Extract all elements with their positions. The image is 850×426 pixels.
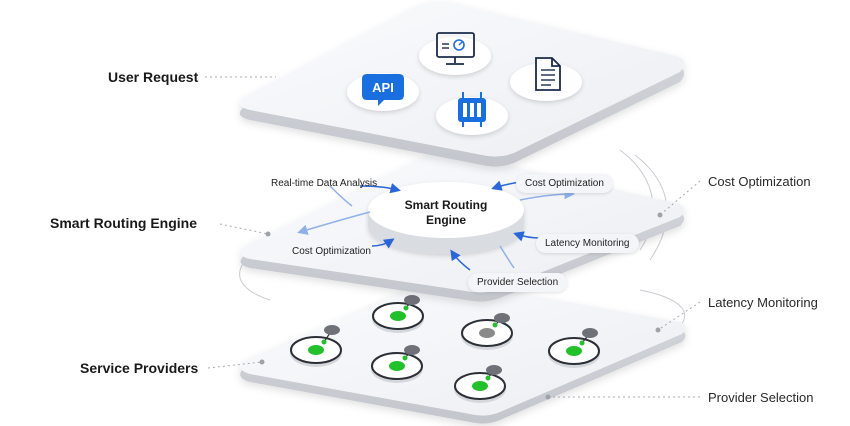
document-icon [535, 57, 561, 91]
label-provider-selection: Provider Selection [708, 390, 814, 405]
pill-cost-optimization-left: Cost Optimization [292, 246, 371, 257]
label-cost-optimization: Cost Optimization [708, 174, 811, 189]
provider-node [290, 325, 342, 367]
provider-node [371, 345, 423, 383]
provider-node [548, 328, 600, 368]
provider-node-dot [321, 339, 327, 345]
user-request-plate [239, 2, 685, 167]
engine-cylinder [368, 182, 524, 254]
provider-node-tag [582, 328, 598, 338]
provider-node-core [472, 381, 488, 391]
engine-label: Smart Routing Engine [390, 198, 502, 228]
api-icon: API [362, 74, 404, 106]
provider-node [372, 295, 424, 333]
provider-node-dot [402, 355, 408, 361]
pill-latency-monitoring: Latency Monitoring [536, 234, 639, 253]
provider-node [461, 313, 513, 350]
provider-node-tag [324, 325, 340, 335]
provider-node-core [390, 311, 406, 321]
chip-icon [458, 92, 486, 127]
leader-lines [205, 76, 701, 398]
engine-label-line2: Engine [425, 213, 466, 227]
provider-node-tag [404, 295, 420, 305]
provider-node-core [479, 328, 495, 338]
pill-provider-selection: Provider Selection [468, 273, 568, 292]
label-user-request: User Request [108, 69, 199, 85]
pill-cost-optimization-top: Cost Optimization [516, 174, 613, 193]
provider-node-tag [486, 365, 502, 375]
provider-node-core [389, 361, 405, 371]
svg-text:API: API [372, 80, 394, 95]
service-providers-plate [240, 279, 686, 424]
label-latency-monitoring: Latency Monitoring [708, 295, 818, 310]
leader-dots [259, 212, 663, 400]
label-smart-routing-engine: Smart Routing Engine [50, 215, 197, 231]
provider-node-core [566, 346, 582, 356]
pill-realtime-data-analysis: Real-time Data Analysis [271, 178, 378, 189]
engine-arrows [297, 180, 575, 271]
provider-node-tag [404, 345, 420, 355]
provider-node-dot [492, 322, 498, 328]
provider-node-tag [494, 313, 510, 323]
provider-node-dot [579, 340, 585, 346]
provider-node [454, 365, 506, 403]
provider-node-core [308, 345, 324, 355]
provider-nodes [290, 295, 600, 403]
monitor-icon [436, 32, 475, 65]
engine-label-line1: Smart Routing [404, 198, 488, 212]
label-service-providers: Service Providers [80, 360, 199, 376]
provider-node-dot [485, 375, 491, 381]
provider-node-dot [403, 305, 409, 311]
